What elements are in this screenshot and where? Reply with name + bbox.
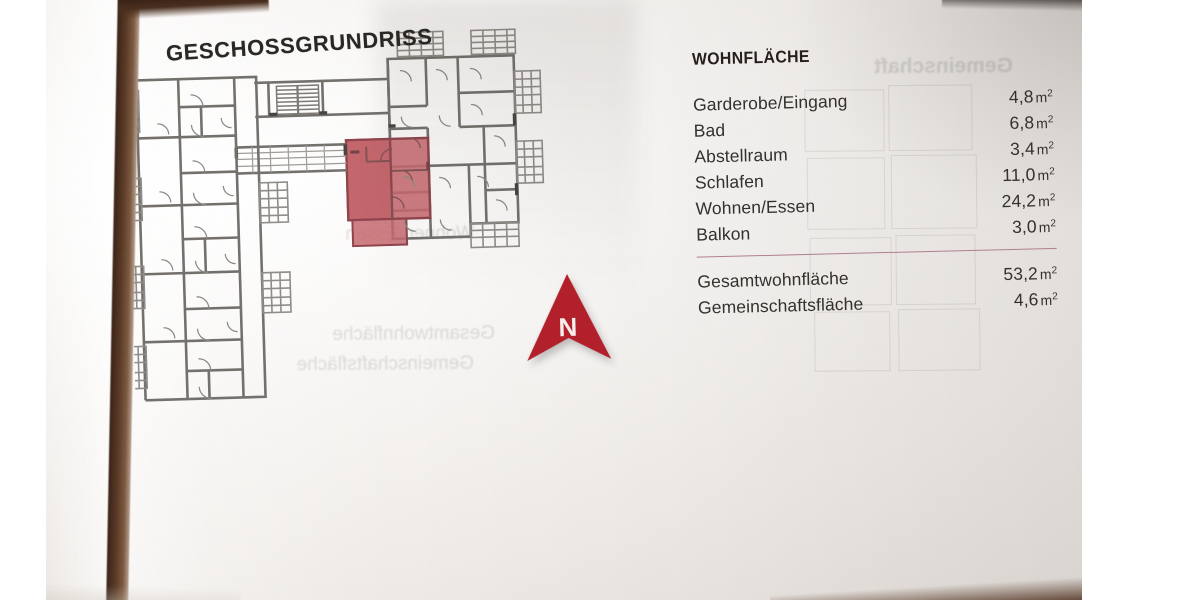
ghost-plan-block [898, 308, 981, 372]
photographed-page: Gemeinschaft Wohnen/Essen Gesamtwohnfläc… [46, 0, 1082, 600]
page-sheet: Gemeinschaft Wohnen/Essen Gesamtwohnfläc… [46, 0, 1082, 600]
total-label: Gemeinschaftsfläche [697, 293, 864, 318]
area-table-title: WOHNFLÄCHE [691, 46, 811, 69]
north-arrow-marker: N [523, 271, 613, 365]
separator-line [696, 247, 1057, 258]
letterbox-right [1082, 0, 1200, 600]
letterbox-left [0, 0, 46, 600]
ghost-plan-block [814, 311, 891, 372]
